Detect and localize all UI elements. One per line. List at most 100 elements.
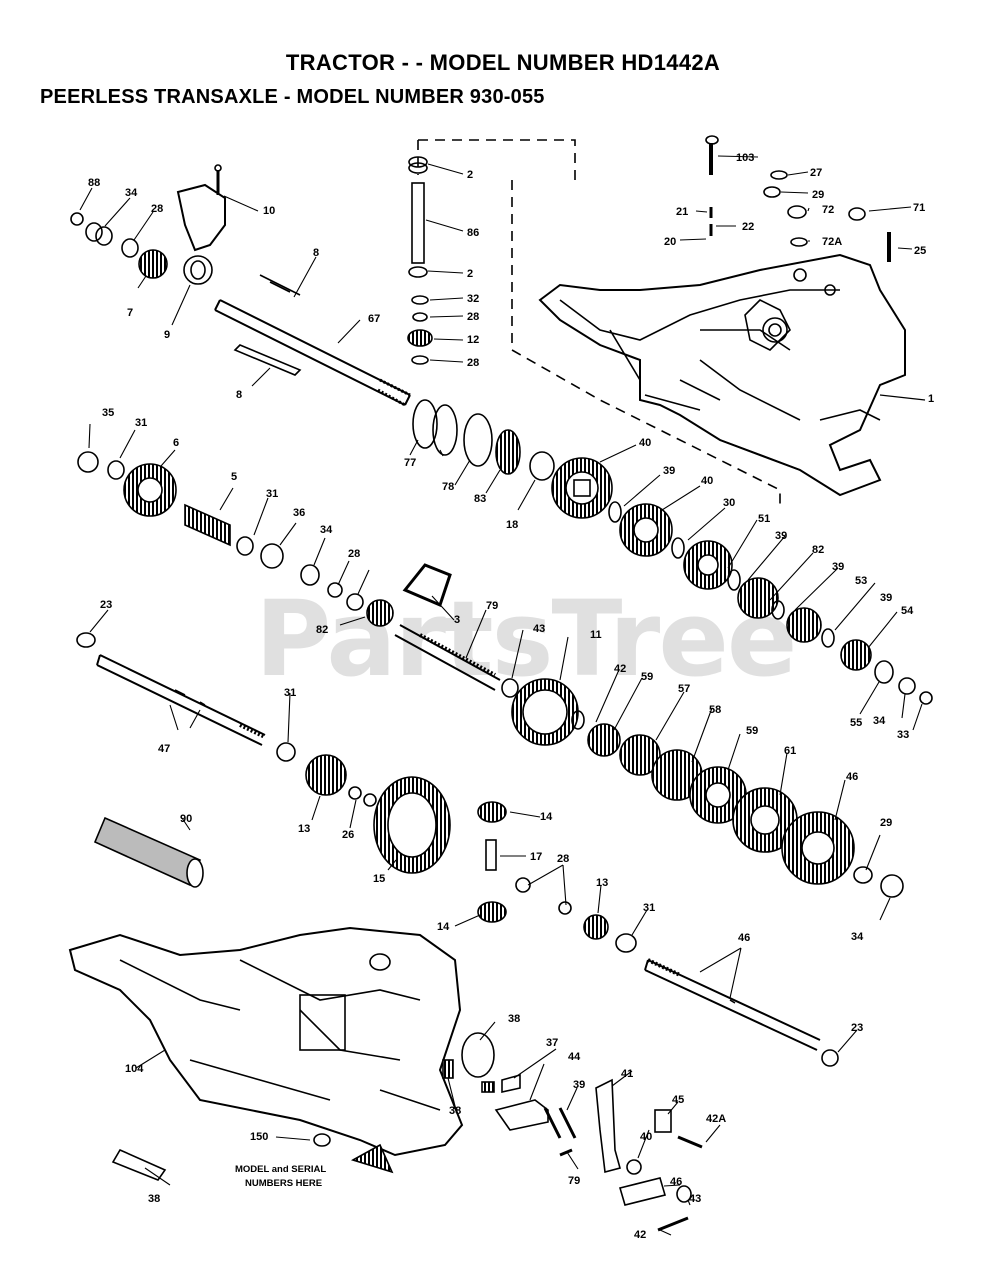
gear-13 <box>305 754 347 796</box>
callout-71: 71 <box>913 202 925 214</box>
bearing-18 <box>529 451 555 481</box>
washer-27 <box>770 170 788 180</box>
serial-number-arrow <box>350 1143 394 1174</box>
callout-104: 150 <box>250 1131 268 1143</box>
bushing-36 <box>260 543 284 569</box>
callout-83: 83 <box>474 493 486 505</box>
callout-30: 30 <box>723 497 735 509</box>
washer-39a <box>608 501 622 523</box>
differential-ring-gear-15 <box>373 776 451 874</box>
callout-25: 25 <box>914 245 926 257</box>
callout-81a: 3 <box>454 614 460 626</box>
callout-48: 40 <box>639 437 651 449</box>
serial-note-line1: MODEL and SERIAL <box>235 1164 326 1175</box>
callout-10: 10 <box>263 205 275 217</box>
callout-14a: 14 <box>540 811 553 823</box>
brake-shaft-4 <box>394 624 501 691</box>
callout-59: 59 <box>746 725 758 737</box>
callout-31b: 31 <box>266 488 278 500</box>
callout-22: 22 <box>742 221 754 233</box>
callout-47: 47 <box>158 743 170 755</box>
callout-5: 5 <box>231 471 237 483</box>
callout-35: 35 <box>102 407 114 419</box>
callout-11: 11 <box>590 629 602 641</box>
nut-72 <box>787 205 807 219</box>
callout-26: 26 <box>342 829 354 841</box>
callout-55: 55 <box>850 717 862 729</box>
watermark: PartsTree <box>255 578 797 700</box>
callout-88: 88 <box>88 177 100 189</box>
callout-12: 12 <box>467 334 479 346</box>
serial-note-line2: NUMBERS HERE <box>245 1178 322 1189</box>
axle-47 <box>76 632 266 746</box>
bevel-gear-14b <box>477 901 507 923</box>
bracket-46 <box>618 1177 667 1206</box>
bolt-42 <box>657 1216 689 1232</box>
bearing-70 <box>346 593 364 611</box>
callout-41: 41 <box>621 1068 633 1080</box>
callout-3: 104 <box>125 1063 144 1075</box>
ring-77a <box>412 399 438 449</box>
bushing-55 <box>874 660 894 684</box>
callout-59a: 59 <box>641 671 653 683</box>
pad-37 <box>501 1073 521 1093</box>
gear-54 <box>840 639 872 671</box>
callout-23b: 23 <box>851 1022 863 1034</box>
callout-39c: 39 <box>832 561 844 573</box>
callout-103: 103 <box>736 152 754 164</box>
callout-28e: 28 <box>557 853 569 865</box>
vertical-shaft-assembly <box>407 156 433 365</box>
callout-38b: 38 <box>449 1105 461 1117</box>
caliper-44 <box>494 1099 549 1131</box>
callout-51: 51 <box>758 513 770 525</box>
callout-17: 17 <box>530 851 542 863</box>
callout-80: 40 <box>701 475 713 487</box>
callout-39a: 39 <box>663 465 675 477</box>
callout-13a: 13 <box>298 823 310 835</box>
bevel-gear-14a <box>477 801 507 823</box>
callout-37: 37 <box>546 1037 558 1049</box>
leader-lines <box>79 155 923 1236</box>
callout-34d: 34 <box>851 931 864 943</box>
callout-72A: 72A <box>822 236 842 248</box>
callout-39e: 39 <box>573 1079 585 1091</box>
sprocket-83 <box>495 429 521 475</box>
callout-45: 45 <box>672 1094 684 1106</box>
diagram-subtitle: PEERLESS TRANSAXLE - MODEL NUMBER 930-05… <box>40 86 545 108</box>
callout-28c: 28 <box>467 357 479 369</box>
callout-20: 20 <box>664 236 676 248</box>
callout-38a: 38 <box>508 1013 520 1025</box>
callout-15: 15 <box>373 873 385 885</box>
callout-6: 6 <box>173 437 179 449</box>
callout-54: 54 <box>901 605 914 617</box>
callout-69: 42 <box>614 663 626 675</box>
gear-5 <box>184 503 231 547</box>
callout-18: 18 <box>506 519 518 531</box>
callout-labels: 88 34 28 7 9 10 8 67 2 86 2 32 28 12 28 … <box>88 152 934 1241</box>
callout-39b: 39 <box>775 530 787 542</box>
gear-13b <box>583 914 609 940</box>
callout-28d: 28 <box>348 548 360 560</box>
callout-31d: 31 <box>643 902 655 914</box>
washer-28 <box>121 238 139 258</box>
pin-17 <box>485 839 497 871</box>
callout-2a: 2 <box>467 169 473 181</box>
callout-42A: 42A <box>706 1113 726 1125</box>
callout-53: 53 <box>855 575 867 587</box>
callout-49: 43 <box>533 623 545 635</box>
washer-72A <box>790 237 808 247</box>
gear-53 <box>786 607 822 643</box>
callout-31a: 31 <box>135 417 147 429</box>
gear-52 <box>737 577 779 619</box>
upper-housing <box>538 253 926 497</box>
callout-23a: 23 <box>100 599 112 611</box>
washer-29 <box>763 186 781 198</box>
callout-14b: 14 <box>437 921 450 933</box>
callout-86: 86 <box>467 227 479 239</box>
callout-57: 57 <box>678 683 690 695</box>
ring-88 <box>70 212 84 226</box>
callout-78: 78 <box>442 481 454 493</box>
callout-29b: 29 <box>880 817 892 829</box>
shaft-67 <box>214 274 411 407</box>
washer-31 <box>107 460 125 480</box>
